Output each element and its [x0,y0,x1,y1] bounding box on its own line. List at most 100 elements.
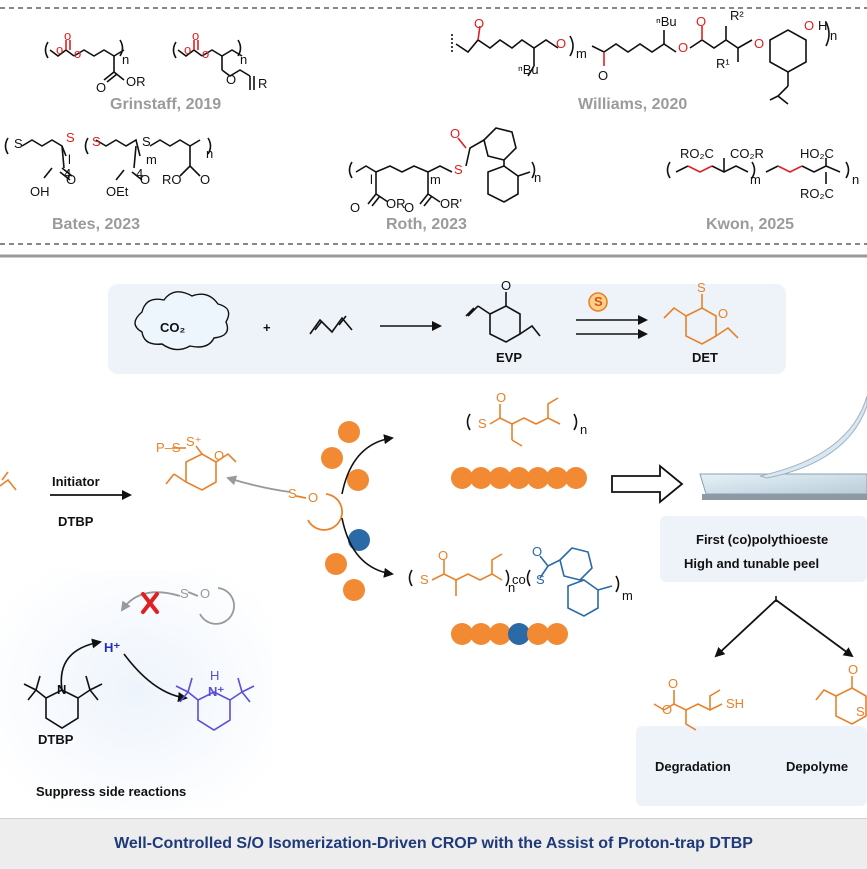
bates-oet: OEt [106,184,129,199]
svg-text:O: O [226,72,236,87]
det-label: DET [692,350,718,365]
dep-o: O [848,662,858,677]
bates-s1: S [14,136,23,151]
williams-o-top: O [474,16,484,31]
svg-text:O: O [96,80,106,95]
roth-sub-l: l [370,172,373,187]
x-mark-icon [141,592,159,614]
svg-text:O: O [404,200,414,215]
svg-text:O: O [214,448,224,463]
initiator-dtbp: DTBP [58,514,94,529]
svg-text:o: o [202,46,209,61]
co2-label: CO₂ [160,320,186,335]
co-sub-m: m [622,588,633,603]
dtbp-n: N [57,682,66,697]
bates-sub-m: m [146,152,157,167]
peel-film-illustration [699,395,867,500]
deg-sh: SH [726,696,744,711]
kwon-polymer [666,158,850,184]
bates-polymer [4,137,212,181]
result-line-1: First (co)polythioeste [696,532,828,547]
roth-polymer [348,127,536,207]
bates-oh: OH [30,184,50,199]
evp-o: O [501,278,511,293]
butadiene [309,316,353,335]
williams-o: O [804,18,814,33]
proton-label: H⁺ [104,640,120,655]
footer-banner: Well-Controlled S/O Isomerization-Driven… [0,818,867,869]
ref-bates: Bates, 2023 [52,216,140,233]
copolymer-beads [451,623,568,645]
homopolymer-structure [466,397,578,447]
arrow-degradation [714,599,777,658]
svg-text:O: O [754,36,764,51]
bates-ro: RO [162,172,182,187]
ps-label: P–S [156,440,181,455]
dtbp-label: DTBP [38,732,74,747]
svg-text:O: O [200,586,210,601]
co-label: co [512,572,526,587]
svg-text:O: O [450,126,460,141]
williams-r2: R² [730,8,744,23]
co-s: S [536,572,545,587]
svg-text:S: S [420,572,429,587]
kwon-sub-m: m [750,172,761,187]
monomer-icon [295,493,343,531]
grinstaff-polymer-2 [172,39,255,90]
depolymer-product [815,676,867,725]
sulfur-badge [588,292,608,312]
williams-m: m [576,46,587,61]
bates-sub-4b: 4 [136,166,143,181]
co-branch-arrow [341,517,394,578]
kwon-sub-n: n [852,172,859,187]
activated-ring [165,445,237,491]
evp-label: EVP [496,350,522,365]
bates-sub-l: l [68,152,71,167]
comonomer-dot [348,529,370,551]
williams-nbu2: ⁿBu [656,14,677,29]
svg-text:O: O [532,544,542,559]
sulfur-badge-label: S [594,294,603,309]
svg-text:o: o [184,42,191,57]
blocked-monomer-icon [187,587,235,625]
dtbp-structure [23,675,103,729]
svg-text:o: o [56,42,63,57]
plus-sign: + [263,320,271,335]
svg-text:O: O [696,14,706,29]
monomer-dot [325,553,347,575]
co-sub-n: n [508,580,515,595]
dtbph-structure [175,677,255,731]
evp-structure [465,292,541,343]
roth-s: S [454,162,463,177]
monomer-dot [347,469,369,491]
homo-sub-n: n [580,422,587,437]
grinstaff-or: OR [126,74,146,89]
svg-text:O: O [66,172,76,187]
side-reaction-box: S O H⁺ N DTBP N⁺ H Suppress side reactio [0,570,272,810]
kwon-ho2c: HO₂C [800,146,834,161]
kwon-ro2c-a: RO₂C [680,146,714,161]
svg-text:O: O [308,490,318,505]
svg-text:S: S [66,130,75,145]
ref-williams: Williams, 2020 [578,96,687,113]
svg-text:o: o [64,28,71,43]
det-s: S [697,280,706,295]
homopolymer-beads [451,467,587,489]
monomer-dot [321,447,343,469]
monomer-dot [343,579,365,601]
svg-text:o: o [192,28,199,43]
svg-text:O: O [438,548,448,563]
williams-n: n [830,28,837,43]
svg-text:O: O [556,36,566,51]
blocked-arrow [120,591,181,612]
bates-sub-4a: 4 [64,166,71,181]
monomer-attack-arrow [226,475,291,493]
kwon-ro2c-b: RO₂C [800,186,834,201]
svg-text:S: S [142,134,151,149]
result-line-2: High and tunable peel [684,556,819,571]
s-plus-label: S⁺ [186,434,202,449]
monomer-dot [338,421,360,443]
svg-text:S: S [478,416,487,431]
proton-capture-arrow [60,638,102,691]
results-section: First (co)polythioeste High and tunable … [636,395,867,806]
